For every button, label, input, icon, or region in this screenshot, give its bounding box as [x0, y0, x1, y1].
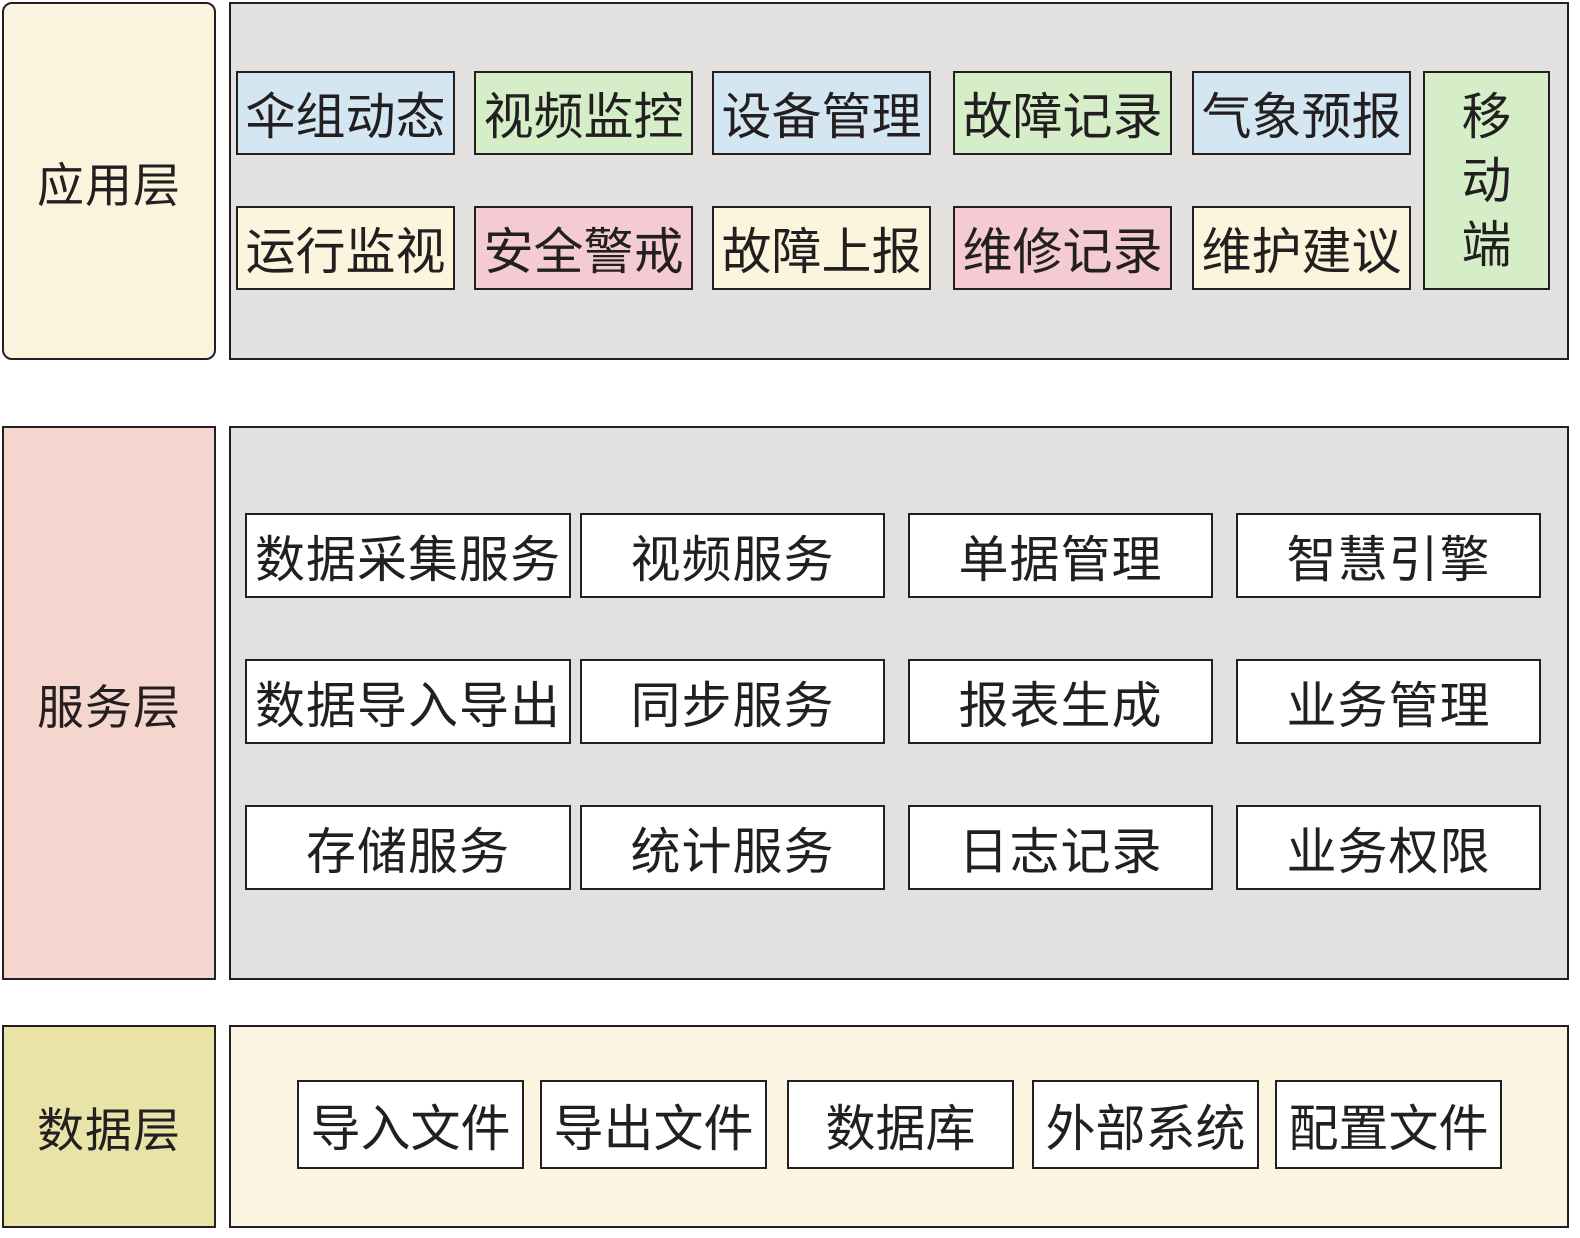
service-layer-label-text: 服务层 [37, 680, 181, 736]
app-item-label: 视频监控 [483, 88, 684, 146]
app-item-video-monitor: 视频监控 [474, 71, 693, 155]
service-layer-label: 服务层 [2, 426, 216, 980]
data-item-label: 外部系统 [1045, 1099, 1246, 1158]
app-item-label: 故障记录 [962, 88, 1163, 146]
data-item-label: 导出文件 [553, 1099, 754, 1158]
service-item-data-collection: 数据采集服务 [245, 513, 571, 598]
app-layer-panel [229, 2, 1569, 360]
data-item-label: 数据库 [825, 1099, 976, 1158]
service-item-business-management: 业务管理 [1236, 659, 1541, 744]
app-item-label: 故障上报 [721, 223, 922, 281]
data-item-external-system: 外部系统 [1032, 1080, 1259, 1169]
service-item-label: 单据管理 [958, 530, 1163, 589]
app-item-maintenance-advice: 维护建议 [1192, 206, 1411, 290]
app-item-fault-record: 故障记录 [953, 71, 1172, 155]
service-item-label: 日志记录 [958, 822, 1163, 881]
app-item-label: 伞组动态 [245, 88, 446, 146]
service-item-label: 统计服务 [630, 822, 835, 881]
data-layer-label: 数据层 [2, 1025, 216, 1228]
service-item-video: 视频服务 [580, 513, 885, 598]
service-item-sync: 同步服务 [580, 659, 885, 744]
app-item-weather-forecast: 气象预报 [1192, 71, 1411, 155]
mobile-char: 端 [1461, 215, 1512, 274]
service-item-label: 存储服务 [306, 822, 510, 881]
mobile-char: 移 [1461, 87, 1512, 146]
service-item-log-record: 日志记录 [908, 805, 1213, 890]
service-item-label: 视频服务 [630, 530, 835, 589]
data-item-label: 导入文件 [310, 1099, 511, 1158]
data-layer-label-text: 数据层 [37, 1104, 181, 1159]
app-item-label: 维护建议 [1201, 223, 1402, 281]
app-item-label: 设备管理 [721, 88, 922, 146]
app-item-label: 运行监视 [245, 223, 446, 281]
data-item-label: 配置文件 [1288, 1099, 1489, 1158]
service-item-label: 数据采集服务 [255, 530, 561, 589]
app-layer-label-text: 应用层 [37, 158, 181, 214]
app-item-mobile: 移 动 端 [1423, 71, 1550, 290]
service-item-label: 智慧引擎 [1286, 530, 1491, 589]
service-item-label: 数据导入导出 [255, 676, 561, 735]
service-item-smart-engine: 智慧引擎 [1236, 513, 1541, 598]
service-item-label: 同步服务 [630, 676, 835, 735]
app-item-label: 维修记录 [962, 223, 1163, 281]
app-item-label: 气象预报 [1201, 88, 1402, 146]
service-item-document-management: 单据管理 [908, 513, 1213, 598]
app-item-operation-monitor: 运行监视 [236, 206, 455, 290]
app-item-repair-record: 维修记录 [953, 206, 1172, 290]
service-item-label: 业务权限 [1286, 822, 1491, 881]
service-item-storage: 存储服务 [245, 805, 571, 890]
service-item-report-generation: 报表生成 [908, 659, 1213, 744]
service-item-business-permission: 业务权限 [1236, 805, 1541, 890]
mobile-char: 动 [1461, 151, 1512, 210]
app-item-device-management: 设备管理 [712, 71, 931, 155]
app-item-fault-report: 故障上报 [712, 206, 931, 290]
data-item-import-file: 导入文件 [297, 1080, 524, 1169]
service-item-label: 业务管理 [1286, 676, 1491, 735]
service-item-data-import-export: 数据导入导出 [245, 659, 571, 744]
app-layer-label: 应用层 [2, 2, 216, 360]
data-item-database: 数据库 [787, 1080, 1014, 1169]
service-item-statistics: 统计服务 [580, 805, 885, 890]
data-item-export-file: 导出文件 [540, 1080, 767, 1169]
app-item-umbrella-status: 伞组动态 [236, 71, 455, 155]
data-item-config-file: 配置文件 [1275, 1080, 1502, 1169]
service-item-label: 报表生成 [958, 676, 1163, 735]
app-item-security-alert: 安全警戒 [474, 206, 693, 290]
app-item-label: 安全警戒 [483, 223, 684, 281]
